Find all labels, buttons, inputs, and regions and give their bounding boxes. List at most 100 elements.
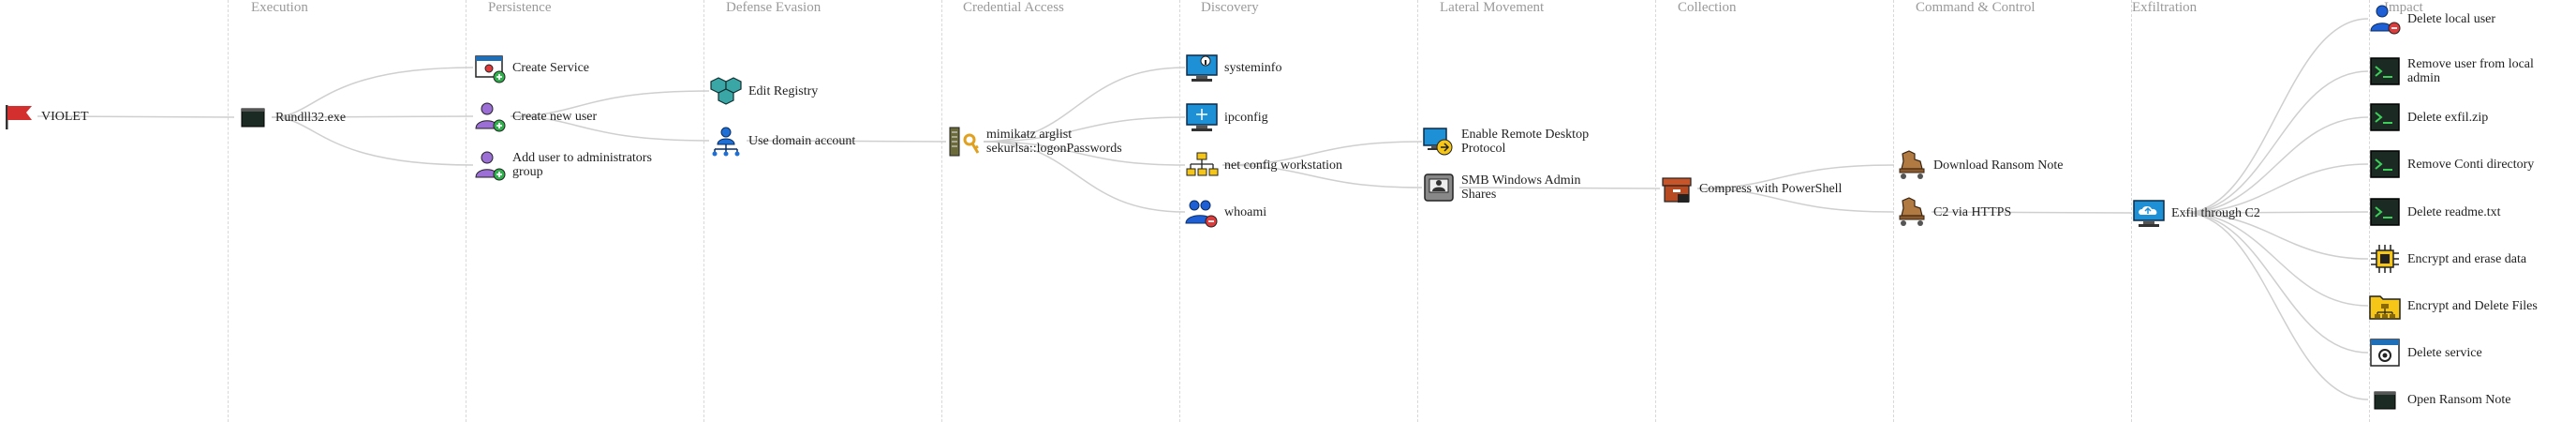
node-open-ransom-note[interactable]: Open Ransom Note	[2368, 383, 2510, 416]
node-systeminfo[interactable]: systeminfo	[1185, 51, 1281, 84]
edge	[983, 67, 1186, 143]
column-divider	[228, 0, 229, 422]
server-key-icon	[949, 127, 980, 157]
node-label: mimikatz arglist sekurlsa::logonPassword…	[986, 128, 1122, 156]
user-add-icon	[475, 151, 506, 181]
user-add-icon	[475, 102, 506, 132]
column-divider	[2369, 0, 2370, 422]
node-label: Open Ransom Note	[2407, 392, 2511, 407]
edge	[746, 140, 947, 143]
service-window-icon	[475, 55, 506, 83]
node-encrypt-delete-files[interactable]: Encrypt and Delete Files	[2368, 289, 2538, 323]
cloud-upload-monitor-icon	[2133, 200, 2165, 227]
node-net-config[interactable]: net config workstation	[1185, 148, 1342, 182]
node-label: Remove user from local admin	[2407, 57, 2534, 85]
column-header-execution: Execution	[251, 0, 308, 15]
node-label: Enable Remote Desktop Protocol	[1461, 128, 1590, 156]
node-label: Use domain account	[748, 133, 856, 148]
column-header-defense-evasion: Defense Evasion	[726, 0, 822, 15]
node-label: C2 via HTTPS	[1933, 204, 2012, 219]
user-group-icon	[1185, 200, 1218, 228]
node-add-user-admins[interactable]: Add user to administrators group	[473, 148, 662, 182]
node-label: net config workstation	[1224, 158, 1342, 173]
column-header-exfiltration: Exfiltration	[2132, 0, 2198, 15]
node-compress-powershell[interactable]: Compress with PowerShell	[1660, 172, 1842, 205]
node-delete-service[interactable]: Delete service	[2368, 336, 2482, 369]
node-delete-local-user[interactable]: Delete local user	[2368, 2, 2495, 36]
node-label: Delete local user	[2407, 11, 2496, 26]
node-whoami[interactable]: whoami	[1185, 195, 1266, 229]
column-header-collection: Collection	[1678, 0, 1737, 15]
domain-network-icon	[712, 127, 740, 157]
node-label: ipconfig	[1224, 110, 1268, 125]
node-create-service[interactable]: Create Service	[473, 51, 589, 84]
red-flag-icon	[6, 105, 32, 129]
node-use-domain-account[interactable]: Use domain account	[709, 124, 855, 158]
node-rundll32[interactable]: Rundll32.exe	[236, 100, 346, 134]
node-label: Delete exfil.zip	[2407, 110, 2489, 125]
node-c2-https[interactable]: C2 via HTTPS	[1894, 195, 2011, 229]
edge	[1221, 141, 1423, 166]
terminal-icon	[2370, 57, 2400, 85]
edge	[2184, 116, 2369, 214]
trojan-horse-icon	[1899, 197, 1925, 226]
node-label: VIOLET	[41, 109, 89, 124]
edge	[2184, 212, 2369, 354]
node-create-new-user[interactable]: Create new user	[473, 99, 597, 133]
column-header-command-control: Command & Control	[1916, 0, 2036, 15]
node-smb-admin-shares[interactable]: SMB Windows Admin Shares	[1422, 171, 1611, 204]
edge	[271, 67, 474, 118]
node-label: Add user to administrators group	[512, 151, 652, 179]
edge	[2184, 212, 2369, 307]
column-divider	[2131, 0, 2132, 422]
edge	[271, 115, 474, 118]
node-label: Encrypt and erase data	[2407, 251, 2527, 266]
node-delete-readme[interactable]: Delete readme.txt	[2368, 195, 2501, 229]
edge	[2184, 70, 2369, 214]
edge	[2184, 18, 2369, 214]
edge	[1696, 164, 1895, 189]
terminal-icon	[2370, 103, 2400, 131]
column-divider	[941, 0, 942, 422]
node-label: Compress with PowerShell	[1699, 181, 1843, 196]
edge	[2184, 212, 2369, 400]
node-remove-user-admin[interactable]: Remove user from local admin	[2368, 54, 2548, 88]
node-download-ransom-note[interactable]: Download Ransom Note	[1894, 148, 2063, 182]
edge	[983, 141, 1186, 166]
node-label: Create new user	[512, 109, 598, 124]
user-remove-icon	[2370, 5, 2401, 35]
node-label: Encrypt and Delete Files	[2407, 298, 2538, 313]
node-violet[interactable]: VIOLET	[2, 99, 89, 133]
encrypted-folder-icon	[2369, 295, 2401, 320]
trojan-horse-icon	[1899, 150, 1925, 179]
node-label: Download Ransom Note	[1933, 158, 2064, 173]
node-encrypt-erase-data[interactable]: Encrypt and erase data	[2368, 242, 2526, 276]
service-window-icon	[2370, 339, 2400, 367]
column-header-impact: Impact	[2384, 0, 2423, 15]
edge	[1696, 188, 1895, 213]
edge	[1221, 164, 1423, 188]
column-divider	[1655, 0, 1656, 422]
node-label: whoami	[1224, 204, 1267, 219]
monitor-info-icon	[1186, 54, 1218, 82]
node-remove-conti-directory[interactable]: Remove Conti directory	[2368, 147, 2534, 181]
monitor-network-icon	[1186, 103, 1218, 131]
chip-icon	[2371, 245, 2399, 273]
column-header-discovery: Discovery	[1201, 0, 1259, 15]
column-divider	[1179, 0, 1180, 422]
node-enable-rdp[interactable]: Enable Remote Desktop Protocol	[1422, 125, 1611, 158]
node-label: Edit Registry	[748, 83, 819, 98]
column-divider	[1893, 0, 1894, 422]
node-delete-exfil-zip[interactable]: Delete exfil.zip	[2368, 100, 2488, 134]
node-exfil-c2[interactable]: Exfil through C2	[2132, 196, 2260, 230]
edge	[983, 141, 1186, 213]
edge	[510, 115, 710, 142]
registry-cubes-icon	[710, 77, 742, 105]
node-edit-registry[interactable]: Edit Registry	[709, 74, 818, 108]
edge	[2184, 163, 2369, 214]
node-mimikatz[interactable]: mimikatz arglist sekurlsa::logonPassword…	[947, 125, 1136, 158]
node-ipconfig[interactable]: ipconfig	[1185, 100, 1268, 134]
edge	[510, 90, 710, 117]
